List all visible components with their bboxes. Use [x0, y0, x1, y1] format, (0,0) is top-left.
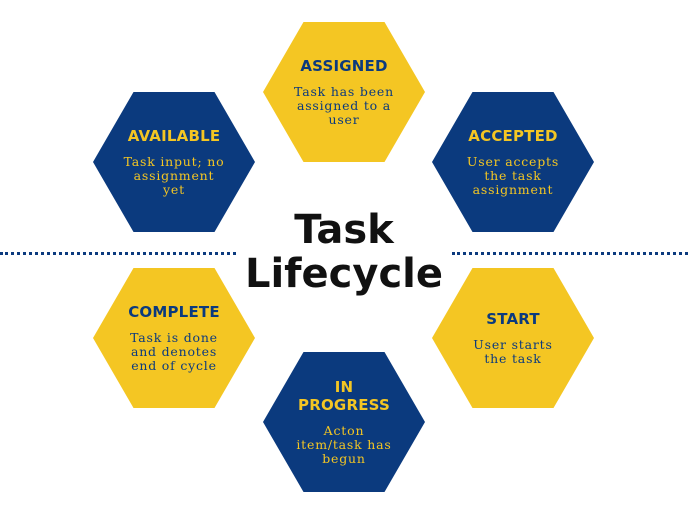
- divider-right: [452, 252, 688, 255]
- title-line-1: Task: [294, 207, 394, 253]
- stage-available: AVAILABLE Task input; no assignment yet: [93, 92, 255, 232]
- stage-title: ACCEPTED: [468, 127, 558, 145]
- stage-title: IN PROGRESS: [298, 378, 390, 414]
- stage-title: ASSIGNED: [300, 57, 388, 75]
- stage-in-progress: IN PROGRESS Acton item/task has begun: [263, 352, 425, 492]
- stage-description: Acton item/task has begun: [296, 423, 392, 466]
- diagram-title: Task Lifecycle: [244, 208, 444, 296]
- divider-left: [0, 252, 236, 255]
- stage-title: AVAILABLE: [127, 127, 221, 145]
- title-line-2: Lifecycle: [244, 251, 444, 297]
- stage-description: User accepts the task assignment: [466, 154, 560, 197]
- stage-start: START User starts the task: [432, 268, 594, 408]
- stage-description: Task has been assigned to a user: [294, 84, 394, 127]
- stage-description: Task is done and denotes end of cycle: [130, 330, 218, 373]
- stage-description: Task input; no assignment yet: [123, 154, 225, 197]
- stage-accepted: ACCEPTED User accepts the task assignmen…: [432, 92, 594, 232]
- stage-assigned: ASSIGNED Task has been assigned to a use…: [263, 22, 425, 162]
- stage-complete: COMPLETE Task is done and denotes end of…: [93, 268, 255, 408]
- stage-title: COMPLETE: [128, 303, 220, 321]
- stage-description: User starts the task: [473, 337, 553, 366]
- stage-title: START: [486, 310, 540, 328]
